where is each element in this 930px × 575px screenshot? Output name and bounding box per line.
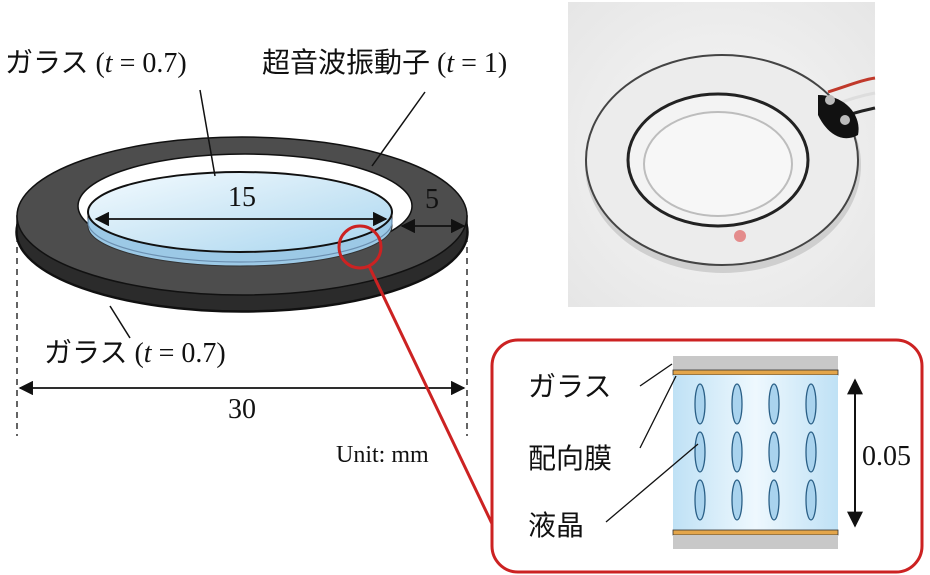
lc-molecule	[694, 479, 706, 521]
zoom-connector-line	[367, 265, 497, 531]
cross-section-inset: 0.05 ガラス 配向膜 液晶	[490, 338, 924, 574]
unit-label: Unit: mm	[336, 442, 429, 468]
photo-solder-2	[840, 115, 850, 125]
lc-molecule	[731, 383, 743, 425]
transducer-leader	[371, 91, 426, 167]
lc-molecule	[805, 479, 817, 521]
inset-alignment-leader	[639, 375, 677, 449]
lc-molecule	[731, 479, 743, 521]
lc-molecule	[768, 383, 780, 425]
glass-top-label: ガラス (t = 0.7)	[5, 46, 187, 79]
photo-wire-red	[827, 76, 876, 94]
device-photo	[568, 2, 876, 307]
outer-diameter-label: 30	[228, 394, 256, 425]
lc-molecule	[694, 383, 706, 425]
inset-bottom-alignment	[672, 529, 839, 536]
inner-diameter-label: 15	[228, 182, 256, 213]
inset-lc-leader	[605, 443, 699, 523]
inset-bottom-glass	[673, 535, 838, 549]
photo-glass-rim	[643, 111, 793, 217]
lc-molecule	[805, 383, 817, 425]
inset-glass-label: ガラス	[528, 370, 611, 403]
inset-glass-leader	[639, 363, 673, 387]
glass-top-leader	[199, 89, 216, 177]
gap-label: 0.05	[862, 441, 911, 472]
photo-electrode	[818, 95, 859, 139]
lc-molecule	[694, 431, 706, 473]
zoom-highlight-circle	[337, 224, 383, 270]
lc-molecule	[805, 431, 817, 473]
lc-molecules	[694, 383, 817, 521]
inset-alignment-label: 配向膜	[528, 442, 612, 475]
lc-molecule	[768, 431, 780, 473]
ring-width-label: 5	[425, 184, 439, 215]
glass-bottom-leader	[109, 305, 131, 339]
inset-lc-label: 液晶	[528, 509, 584, 542]
photo-solder-1	[825, 95, 835, 105]
inset-top-glass	[673, 356, 838, 370]
transducer-label: 超音波振動子 (t = 1)	[262, 46, 507, 79]
lc-molecule	[731, 431, 743, 473]
photo-marker-dot	[734, 230, 746, 242]
inset-top-alignment	[672, 369, 839, 376]
device-illustration: 15 5 30	[15, 89, 497, 531]
lc-molecule	[768, 479, 780, 521]
glass-bottom-label: ガラス (t = 0.7)	[44, 336, 226, 369]
